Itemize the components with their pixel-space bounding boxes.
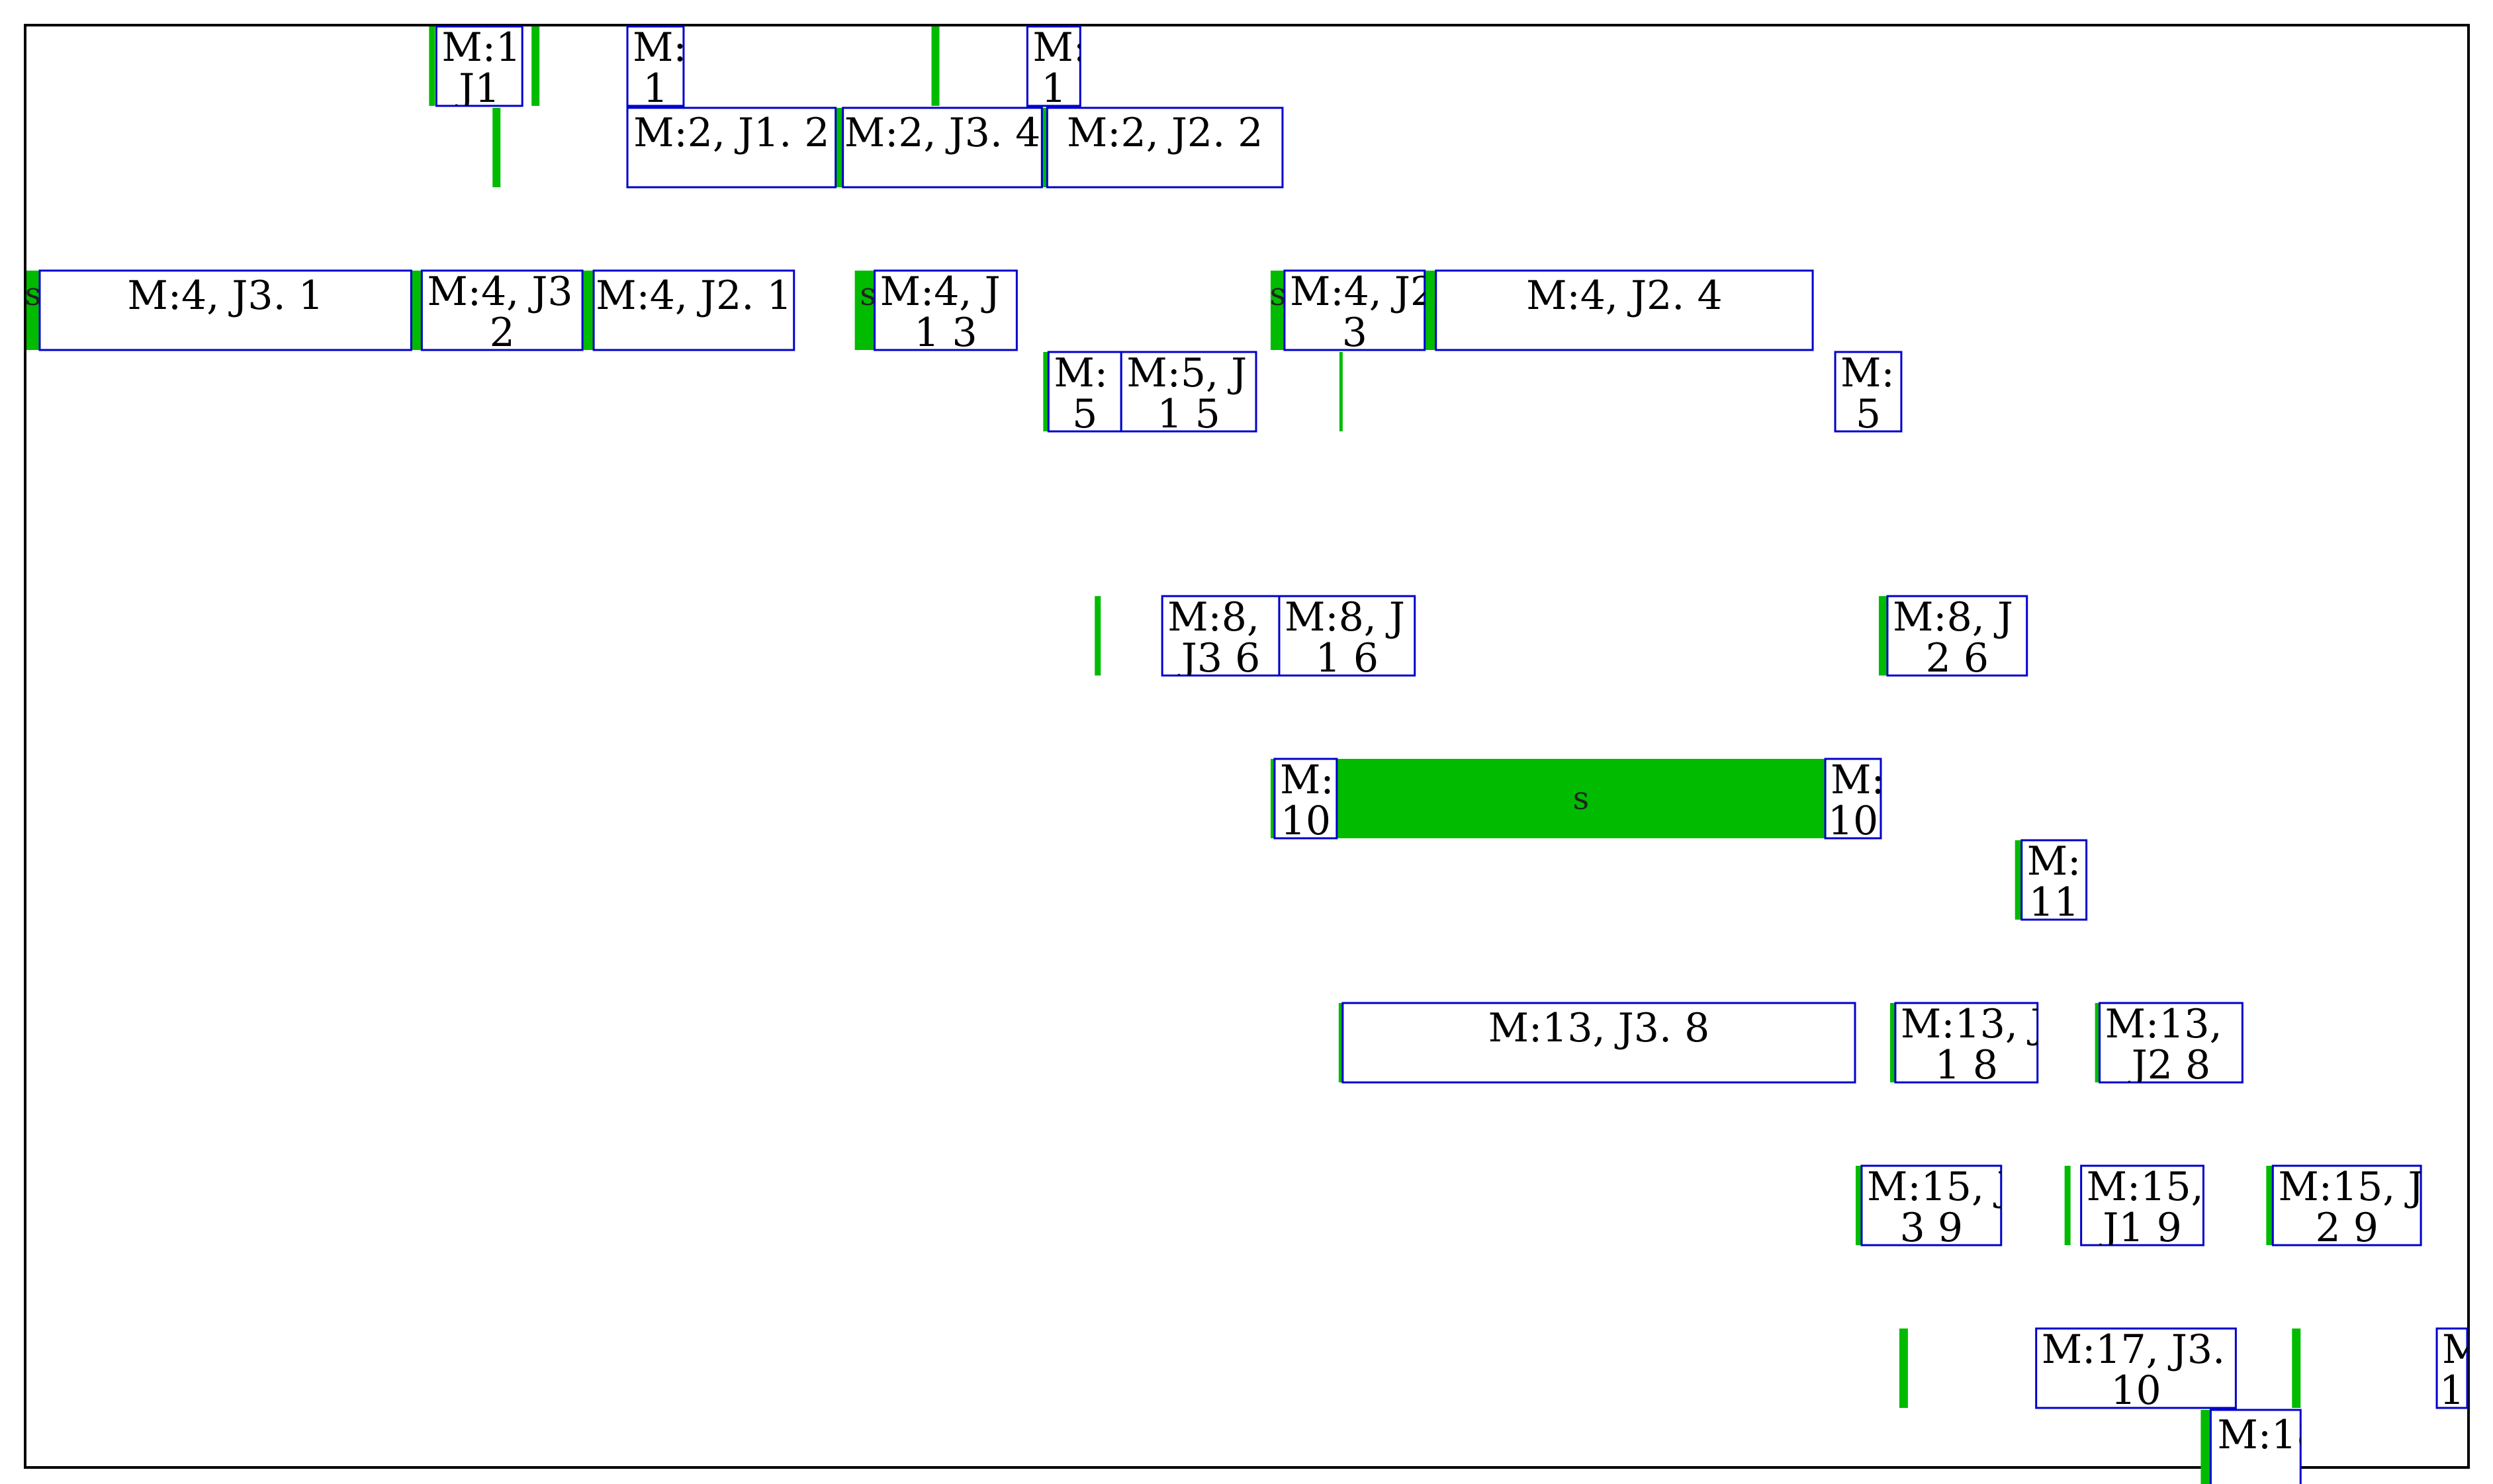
setup-bar <box>1338 1003 1343 1082</box>
setup-label: s <box>860 276 876 313</box>
setup-bar <box>1856 1166 1862 1245</box>
operation-bar <box>1824 758 1882 840</box>
operation-label: M:10 <box>1280 757 1334 844</box>
operation-label: M:2, J2. 2 <box>1067 110 1263 156</box>
operation-label: M:18 <box>2217 1412 2322 1458</box>
operation-bar <box>1046 107 1284 189</box>
operation-label: M:15,J1 9 <box>2087 1164 2204 1251</box>
setup-bar <box>835 108 843 187</box>
setup-bar <box>1270 759 1275 838</box>
operation-label: M:5 <box>1054 350 1108 437</box>
operation-bar <box>1283 269 1426 351</box>
setup-bar <box>1040 108 1048 187</box>
setup-label: s <box>1270 276 1287 313</box>
setup-bar <box>531 26 540 106</box>
operation-bar <box>1120 351 1257 433</box>
operation-bar <box>420 269 584 351</box>
operation-label: M:4, J2. 1 <box>596 273 792 319</box>
operation-label: M:17, J3.10 <box>2042 1327 2225 1414</box>
setup-bar <box>1043 352 1049 431</box>
operation-bar <box>2080 1164 2204 1246</box>
operation-bar <box>1341 1002 1856 1084</box>
operation-bar <box>1834 351 1903 433</box>
operation-bar <box>435 25 523 107</box>
setup-bar <box>492 108 501 187</box>
chart-frame <box>24 24 2470 1469</box>
setup-label: s <box>1573 780 1590 817</box>
operation-bar <box>1886 595 2028 677</box>
setup-bar <box>1270 271 1285 350</box>
setup-bar <box>1889 1003 1895 1082</box>
setup-bar <box>2064 1166 2071 1245</box>
operation-label: M:1 <box>1032 24 1087 112</box>
setup-bar <box>854 271 875 350</box>
setup-bar <box>1878 596 1887 676</box>
operation-label: M:4, J3. 1 <box>127 273 324 319</box>
operation-bar <box>592 269 795 351</box>
operation-label: M:8,J3 6 <box>1167 594 1260 681</box>
setup-bar <box>1336 759 1826 838</box>
setup-label: s <box>25 276 42 313</box>
setup-bar <box>2200 1410 2211 1484</box>
setup-bar <box>1424 271 1436 350</box>
operation-bar <box>2271 1164 2422 1246</box>
operation-bar <box>1894 1002 2039 1084</box>
setup-bar <box>26 271 40 350</box>
operation-label: M:10 <box>1828 757 1885 844</box>
setup-bar <box>2292 1329 2301 1408</box>
operation-bar <box>2435 1327 2469 1409</box>
setup-bar <box>1899 1329 1908 1408</box>
operation-bar <box>2035 1327 2237 1409</box>
operation-bar <box>1860 1164 2003 1246</box>
operation-label: M:4, J2. 4 <box>1526 273 1723 319</box>
operation-bar <box>1435 269 1814 351</box>
operation-bar <box>626 107 837 189</box>
setup-bar <box>2266 1166 2273 1245</box>
setup-bar <box>1339 352 1343 431</box>
operation-label: M:2, J3. 4 <box>844 110 1041 156</box>
operation-bar <box>1278 595 1416 677</box>
setup-bar <box>411 271 422 350</box>
operation-bar <box>874 269 1018 351</box>
operation-label: M:1 <box>633 24 687 112</box>
operation-bar <box>842 107 1043 189</box>
operation-bar <box>1273 758 1338 840</box>
operation-label: M:13, J3. 8 <box>1488 1005 1710 1051</box>
setup-bar <box>931 26 940 106</box>
operation-label: M:13,J2 8 <box>2105 1001 2222 1088</box>
operation-bar <box>2099 1002 2244 1084</box>
operation-bar <box>2020 839 2088 921</box>
operation-label: M:11 <box>2027 838 2081 926</box>
setup-bar <box>2015 840 2022 920</box>
operation-bar <box>1161 595 1281 677</box>
setup-bar <box>2095 1003 2100 1082</box>
operation-label: M:2, J1. 2 <box>633 110 830 156</box>
operation-bar <box>2209 1409 2302 1484</box>
operation-bar <box>626 25 685 107</box>
setup-bar <box>582 271 594 350</box>
operation-bar <box>38 269 412 351</box>
operation-bar <box>1026 25 1081 107</box>
setup-bar <box>1095 596 1101 676</box>
operation-label: M:5 <box>1840 350 1895 437</box>
setup-bar <box>429 26 435 106</box>
